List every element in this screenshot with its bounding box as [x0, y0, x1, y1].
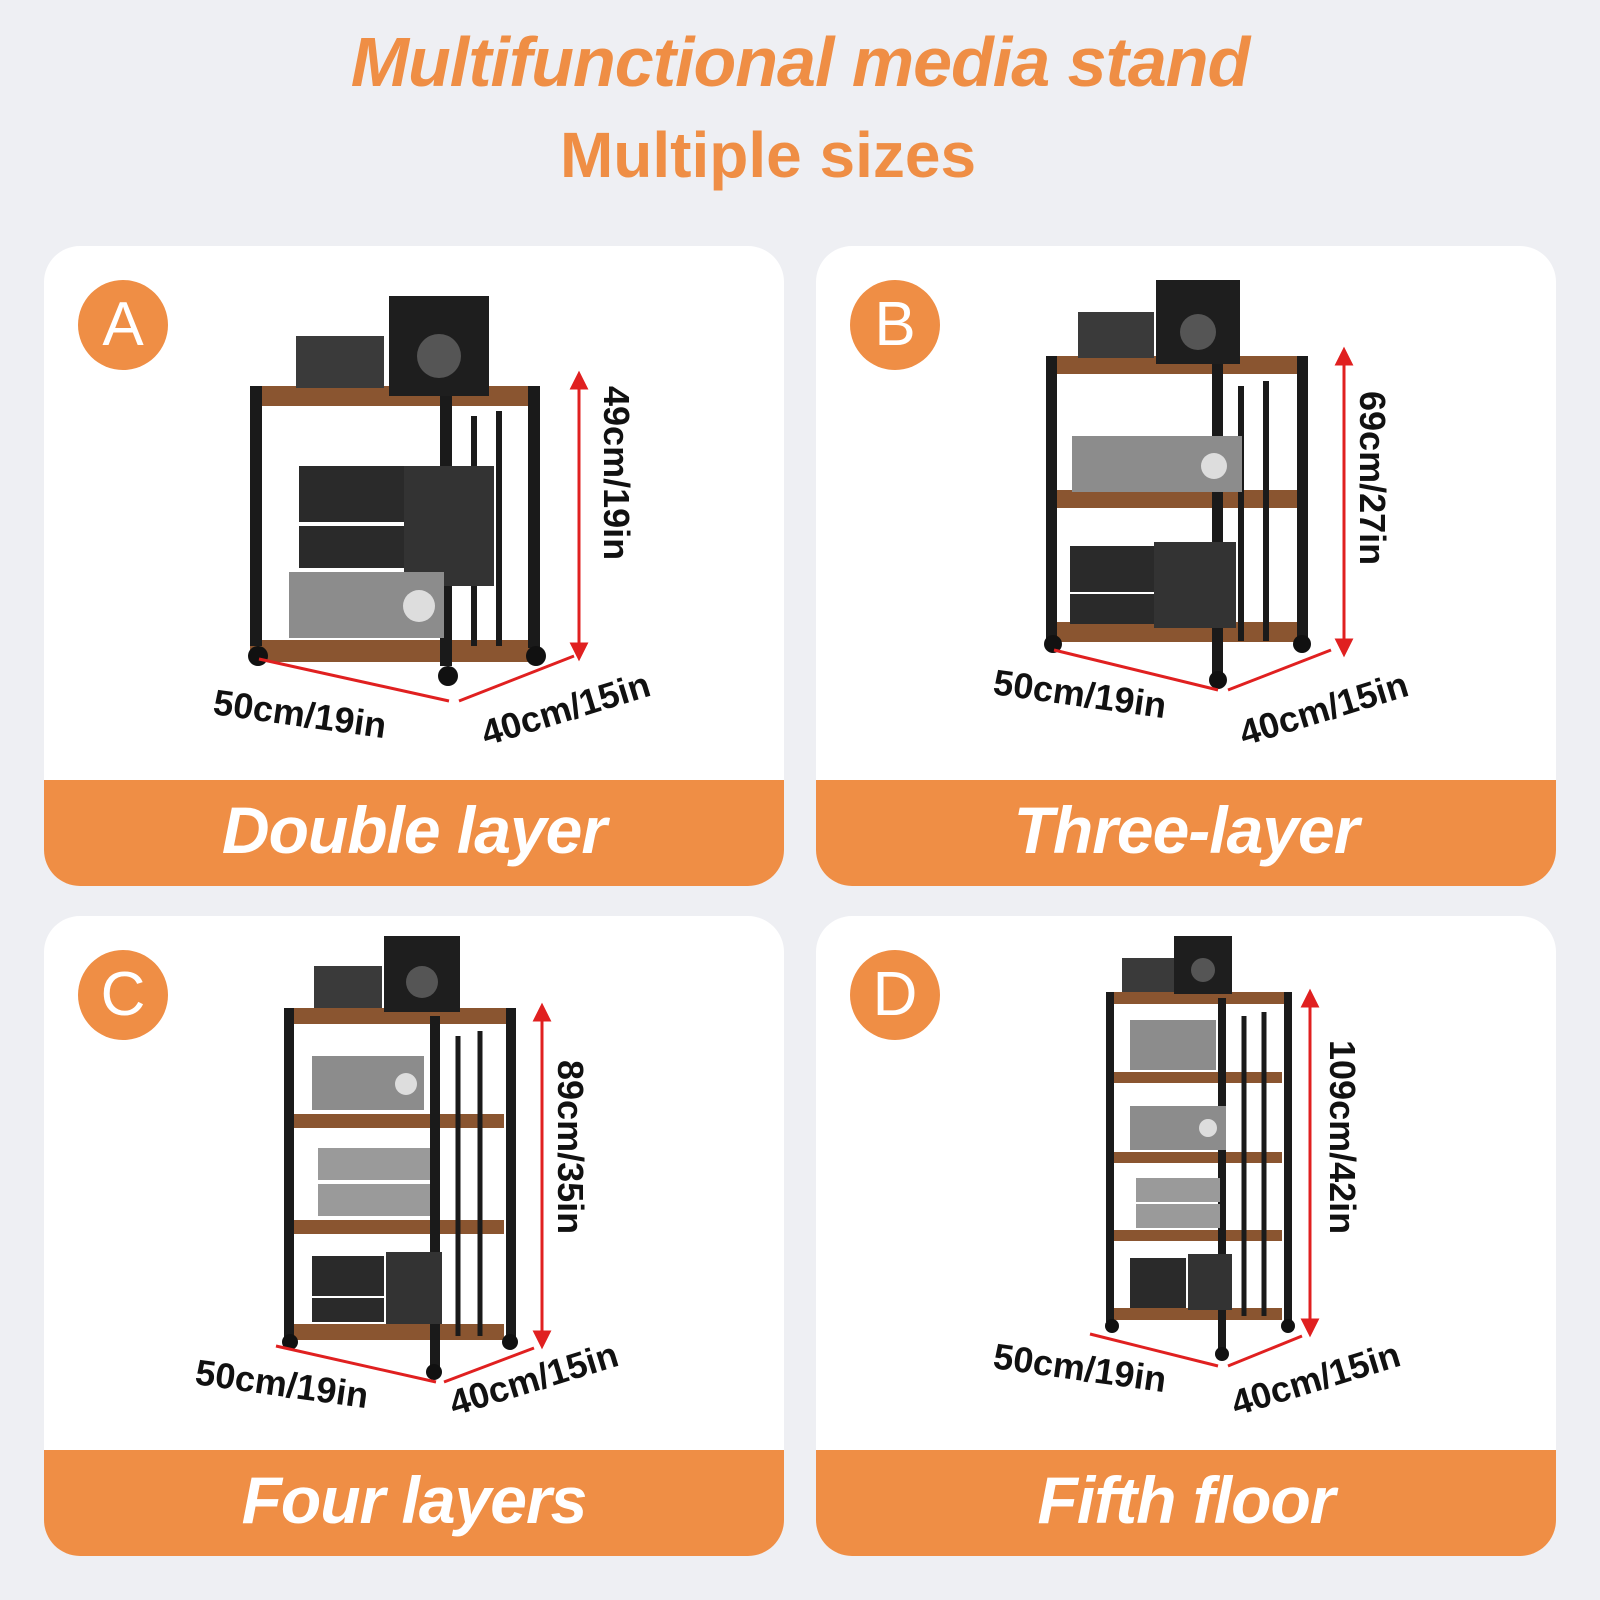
media-stand-illustration: 69cm/27in 50cm/19in 40cm/15in: [991, 280, 1413, 754]
variant-label-band: Three-layer: [816, 780, 1556, 886]
variant-badge: B: [850, 280, 940, 370]
audio-equipment: [289, 296, 494, 638]
depth-dimension: 40cm/15in: [1226, 1334, 1405, 1424]
height-dimension: 89cm/35in: [550, 1060, 591, 1234]
variant-card-a[interactable]: A: [44, 246, 784, 886]
dimension-arrows: [258, 370, 589, 703]
media-stand-illustration: 49cm/19in 50cm/19in 40cm/15in: [211, 296, 655, 754]
media-stand-illustration: 109cm/42in 50cm/19in 40cm/15in: [991, 936, 1405, 1424]
dimension-arrows: [1089, 988, 1320, 1368]
stand-frame: [282, 1008, 518, 1380]
stand-frame: [1105, 992, 1295, 1361]
variant-card-d[interactable]: D: [816, 916, 1556, 1556]
variant-card-b[interactable]: B: [816, 246, 1556, 886]
variant-badge: A: [78, 280, 168, 370]
width-dimension: 50cm/19in: [211, 681, 389, 746]
width-dimension: 50cm/19in: [991, 1335, 1169, 1400]
audio-equipment: [1070, 280, 1242, 628]
variant-label-band: Four layers: [44, 1450, 784, 1556]
audio-equipment: [1122, 936, 1232, 1310]
height-dimension: 69cm/27in: [1352, 391, 1393, 565]
page-title: Multifunctional media stand: [350, 23, 1251, 101]
audio-equipment: [312, 936, 460, 1324]
height-dimension: 109cm/42in: [1322, 1040, 1363, 1234]
stand-frame: [1044, 356, 1311, 689]
variant-card-c[interactable]: C: [44, 916, 784, 1556]
media-stand-illustration: 89cm/35in 50cm/19in 40cm/15in: [193, 936, 623, 1424]
variant-badge: D: [850, 950, 940, 1040]
page-subtitle: Multiple sizes: [559, 119, 977, 191]
height-dimension: 49cm/19in: [596, 386, 637, 560]
dimension-arrows: [1053, 346, 1354, 692]
variant-badge: C: [78, 950, 168, 1040]
variant-label-band: Fifth floor: [816, 1450, 1556, 1556]
variant-label-band: Double layer: [44, 780, 784, 886]
dimension-arrows: [275, 1002, 552, 1384]
depth-dimension: 40cm/15in: [476, 664, 655, 754]
